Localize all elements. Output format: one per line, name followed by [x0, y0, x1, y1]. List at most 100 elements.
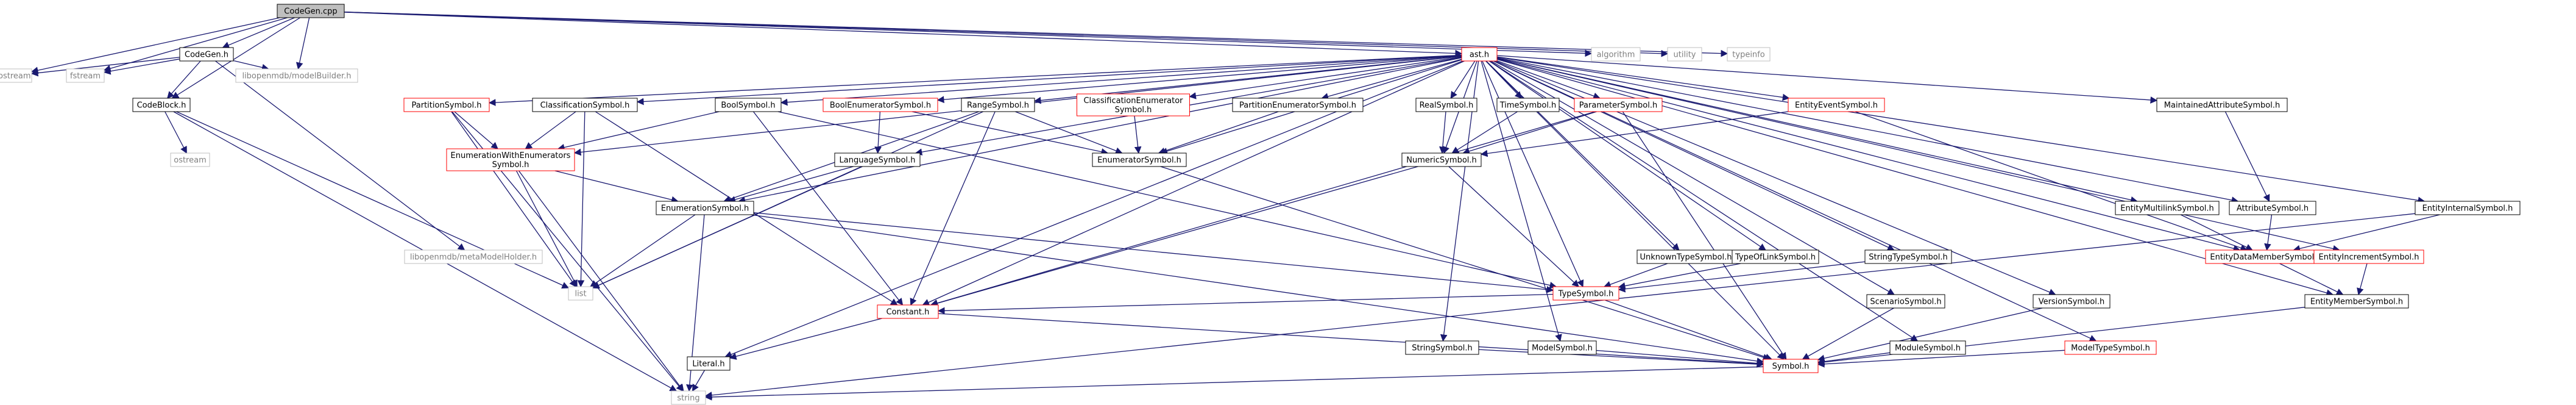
node-partitionsym[interactable]: PartitionSymbol.h	[403, 98, 490, 112]
node-entitymultilinksym[interactable]: EntityMultilinkSymbol.h	[2115, 201, 2220, 215]
edge-ast-to-entitymultilinksym	[1496, 57, 2138, 204]
node-realsym[interactable]: RealSymbol.h	[1415, 98, 1477, 112]
node-entitydatamembersym[interactable]: EntityDataMemberSymbol.h	[2205, 249, 2327, 264]
edge-codegen_h-to-libmetamodelholder	[215, 60, 465, 251]
node-boolsym[interactable]: BoolSymbol.h	[715, 98, 782, 112]
node-box-stringsym	[1405, 340, 1479, 355]
node-label: StringTypeSymbol.h	[1869, 253, 1947, 262]
node-box-classificationsym	[532, 98, 638, 112]
node-box-iostream	[0, 68, 32, 83]
node-box-partenumsym	[1232, 98, 1364, 112]
edge-typesym-to-symbol	[1604, 299, 1773, 360]
node-label: CodeBlock.h	[137, 101, 186, 110]
node-codegen_cpp[interactable]: CodeGen.cpp	[277, 4, 345, 18]
node-stringsym[interactable]: StringSymbol.h	[1405, 340, 1479, 355]
node-paramsym[interactable]: ParameterSymbol.h	[1574, 98, 1663, 112]
node-box-libmodelbuilder	[235, 68, 358, 83]
node-box-modulesym	[1889, 340, 1966, 355]
node-unknowntypesym[interactable]: UnknownTypeSymbol.h	[1637, 249, 1735, 264]
node-literal[interactable]: Literal.h	[687, 356, 731, 371]
node-entityincrementsym[interactable]: EntityIncrementSymbol.h	[2313, 249, 2424, 264]
edge-boolenumsym-to-enumeratorsym	[911, 111, 1109, 156]
edge-entitymultilinksym-to-entitydatamembersym	[2181, 214, 2253, 251]
node-entityinternalsym[interactable]: EntityInternalSymbol.h	[2415, 201, 2521, 215]
node-partenumsym[interactable]: PartitionEnumeratorSymbol.h	[1232, 98, 1364, 112]
node-typesym[interactable]: TypeSymbol.h	[1552, 286, 1619, 301]
edge-maintainedattrsym-to-attributesym	[2224, 111, 2270, 202]
edge-codegen_h-to-fstream	[103, 59, 180, 75]
node-enumerationsym[interactable]: EnumerationSymbol.h	[656, 201, 754, 215]
node-modelsym[interactable]: ModelSymbol.h	[1527, 340, 1597, 355]
node-rangesym[interactable]: RangeSymbol.h	[961, 98, 1035, 112]
node-box-entitymultilinksym	[2115, 201, 2220, 215]
edge-entityincrementsym-to-entitymembersym	[2357, 263, 2368, 296]
node-versionsym[interactable]: VersionSymbol.h	[2033, 294, 2111, 309]
node-enumeratorsym[interactable]: EnumeratorSymbol.h	[1092, 152, 1187, 167]
node-entitymembersym[interactable]: EntityMemberSymbol.h	[2304, 294, 2409, 309]
node-label: EnumerationSymbol.h	[661, 204, 749, 213]
edge-codegen_cpp-to-typeinfo	[344, 12, 1729, 57]
node-box-enumwithenumsym	[446, 148, 575, 171]
node-boolenumsym[interactable]: BoolEnumeratorSymbol.h	[823, 98, 938, 112]
node-classificationsym[interactable]: ClassificationSymbol.h	[532, 98, 638, 112]
node-entityeventsym[interactable]: EntityEventSymbol.h	[1788, 98, 1885, 112]
node-label: RangeSymbol.h	[967, 101, 1029, 110]
edge-classificationsym-to-list	[577, 111, 586, 288]
node-codeblock[interactable]: CodeBlock.h	[132, 98, 191, 112]
node-label: EntityMemberSymbol.h	[2310, 298, 2403, 307]
node-symbol[interactable]: Symbol.h	[1763, 359, 1819, 373]
node-box-codegen_cpp	[277, 4, 345, 18]
node-timesym[interactable]: TimeSymbol.h	[1496, 98, 1560, 112]
node-modulesym[interactable]: ModuleSymbol.h	[1889, 340, 1966, 355]
edge-modelsym-to-symbol	[1596, 349, 1764, 367]
node-fstream: fstream	[66, 68, 105, 83]
node-box-boolsym	[715, 98, 782, 112]
node-numericsym[interactable]: NumericSymbol.h	[1401, 152, 1482, 167]
edge-ast-to-modelsym	[1481, 60, 1562, 342]
node-languagesym[interactable]: LanguageSymbol.h	[834, 152, 921, 167]
node-box-typesym	[1552, 286, 1619, 301]
edge-ast-to-unknowntypesym	[1485, 60, 1680, 251]
node-label: string	[677, 394, 699, 403]
edge-ast-to-entityeventsym	[1496, 56, 1790, 101]
node-box-libmetamodelholder	[404, 249, 543, 264]
node-label: libopenmdb/modelBuilder.h	[242, 72, 351, 81]
node-constant[interactable]: Constant.h	[877, 304, 939, 319]
node-label: utility	[1674, 51, 1696, 60]
node-box-modelsym	[1527, 340, 1597, 355]
node-ast[interactable]: ast.h	[1461, 47, 1498, 62]
node-label: EnumerationWithEnumerators	[451, 151, 571, 160]
node-box-string	[671, 390, 706, 405]
node-label: Symbol.h	[1115, 106, 1152, 115]
edge-codegen_h-to-codeblock	[167, 60, 201, 99]
node-typeoflinksym[interactable]: TypeOfLinkSymbol.h	[1732, 249, 1819, 264]
edge-enumwithenumsym-to-enumerationsym	[554, 170, 679, 204]
edge-ast-to-boolsym	[780, 55, 1462, 106]
edge-codegen_h-to-iostream	[30, 57, 180, 77]
node-label: CodeGen.h	[185, 51, 228, 60]
node-scenariosym[interactable]: ScenarioSymbol.h	[1866, 294, 1945, 309]
edge-codegen_cpp-to-ast	[344, 12, 1463, 57]
node-stringtypesym[interactable]: StringTypeSymbol.h	[1864, 249, 1952, 264]
node-modeltypesym[interactable]: ModelTypeSymbol.h	[2064, 340, 2157, 355]
node-box-realsym	[1415, 98, 1477, 112]
node-box-algorithm	[1591, 47, 1641, 62]
edge-codegen_cpp-to-fstream	[103, 17, 288, 72]
node-label: UnknownTypeSymbol.h	[1640, 253, 1732, 262]
node-label: BoolEnumeratorSymbol.h	[830, 101, 931, 110]
edge-ast-to-typeoflinksym	[1488, 60, 1766, 251]
node-attributesym[interactable]: AttributeSymbol.h	[2229, 201, 2316, 215]
edge-ast-to-attributesym	[1496, 57, 2239, 204]
node-label: CodeGen.cpp	[284, 7, 337, 16]
node-codegen_h[interactable]: CodeGen.h	[179, 47, 234, 62]
edge-attributesym-to-entitydatamembersym	[2264, 214, 2273, 251]
edge-ast-to-stringtypesym	[1493, 60, 1895, 251]
node-box-modeltypesym	[2064, 340, 2157, 355]
node-ostream: ostream	[170, 152, 210, 167]
node-box-codeblock	[132, 98, 191, 112]
node-maintainedattrsym[interactable]: MaintainedAttributeSymbol.h	[2156, 98, 2288, 112]
node-label: list	[575, 290, 586, 299]
edge-symbol-to-string	[704, 366, 1764, 401]
